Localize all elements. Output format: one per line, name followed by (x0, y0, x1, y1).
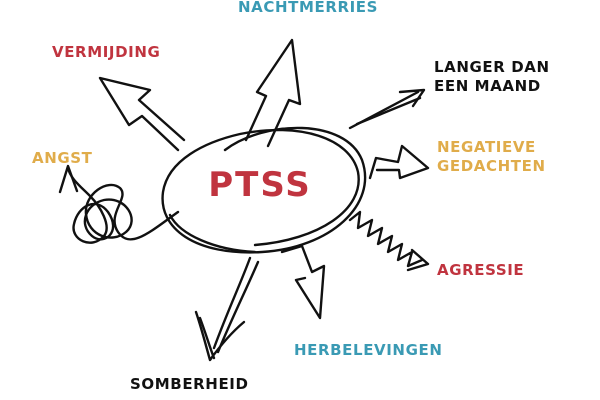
label-langer-line1: LANGER DAN (434, 58, 550, 76)
arrow-thin-right (348, 88, 426, 130)
label-negatieve-line2: GEDACHTEN (437, 157, 546, 175)
label-nachtmerries: NACHTMERRIES (238, 0, 379, 16)
center-ellipse (161, 126, 367, 254)
label-negatieve-gedachten: NEGATIEVE GEDACHTEN (437, 138, 546, 176)
label-angst: ANGST (32, 149, 93, 167)
zigzag-squiggle (348, 210, 430, 272)
center-label-ptss: PTSS (208, 165, 312, 205)
arrow-down-long (194, 256, 260, 362)
arrow-down-outline (280, 244, 326, 320)
label-herbelevingen: HERBELEVINGEN (294, 341, 443, 359)
arrow-up-outline (244, 38, 302, 148)
label-agressie: AGRESSIE (437, 261, 525, 279)
label-negatieve-line1: NEGATIEVE (437, 138, 536, 156)
label-langer-line2: EEN MAAND (434, 77, 541, 95)
label-somberheid: SOMBERHEID (130, 375, 249, 393)
label-vermijding: VERMIJDING (52, 43, 161, 61)
arrow-right-outline (368, 144, 430, 180)
scribble-loops (58, 164, 180, 244)
arrow-upleft-outline (98, 76, 186, 152)
label-langer-dan-een-maand: LANGER DAN EEN MAAND (434, 58, 550, 96)
